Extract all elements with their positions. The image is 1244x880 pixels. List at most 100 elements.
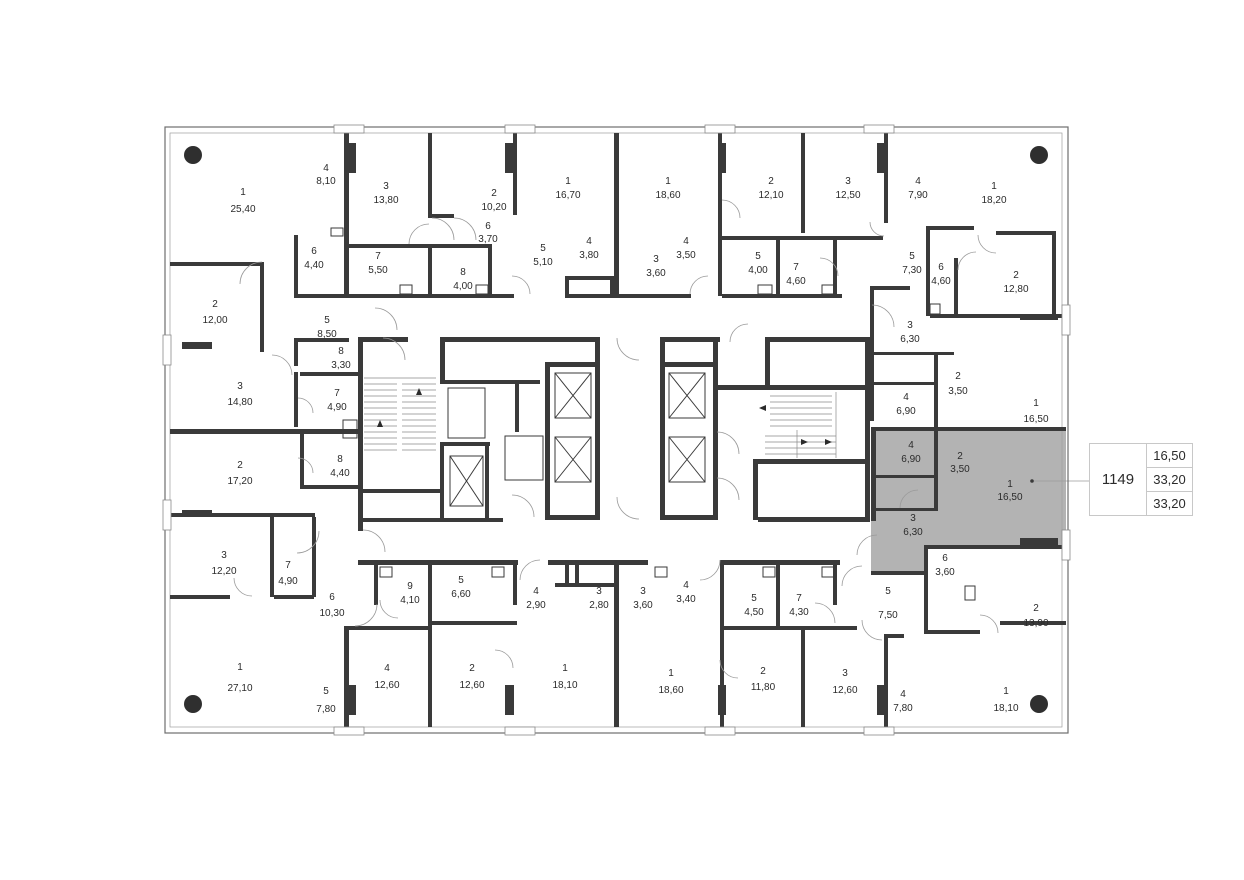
- room-label: 58,50: [317, 315, 337, 340]
- svg-text:1: 1: [1007, 479, 1013, 490]
- room-label: 116,70: [555, 176, 580, 201]
- room-label: 118,10: [552, 663, 577, 691]
- room-label: 412,60: [374, 663, 399, 691]
- svg-text:2: 2: [955, 371, 961, 382]
- svg-text:2: 2: [212, 299, 218, 310]
- svg-text:1: 1: [565, 176, 571, 187]
- room-label: 57,30: [902, 251, 922, 276]
- room-label: 210,20: [481, 188, 506, 213]
- svg-text:3: 3: [907, 320, 913, 331]
- svg-text:2: 2: [768, 176, 774, 187]
- svg-text:1: 1: [665, 176, 671, 187]
- svg-text:3,50: 3,50: [948, 386, 968, 397]
- svg-text:17,20: 17,20: [227, 476, 252, 487]
- room-label: 75,50: [368, 251, 388, 276]
- columns: [184, 146, 1048, 713]
- svg-text:18,10: 18,10: [552, 680, 577, 691]
- room-label: 74,60: [786, 262, 806, 287]
- room-label: 47,80: [893, 689, 913, 714]
- svg-text:3,60: 3,60: [646, 268, 666, 279]
- room-label: 125,40: [230, 187, 255, 215]
- svg-text:6: 6: [311, 246, 317, 257]
- room-labels: 125,40 48,10 313,80 210,20 63,70 116,70 …: [202, 163, 1048, 715]
- svg-text:7: 7: [796, 593, 802, 604]
- svg-text:5,50: 5,50: [368, 265, 388, 276]
- room-label: 43,50: [676, 236, 696, 261]
- svg-text:5: 5: [458, 575, 464, 586]
- svg-text:4: 4: [683, 580, 689, 591]
- svg-text:3,60: 3,60: [935, 567, 955, 578]
- svg-text:12,50: 12,50: [835, 190, 860, 201]
- svg-text:4,00: 4,00: [453, 281, 473, 292]
- svg-text:1: 1: [237, 662, 243, 673]
- room-label: 74,90: [327, 388, 347, 413]
- svg-text:5: 5: [323, 686, 329, 697]
- svg-text:2,80: 2,80: [589, 600, 609, 611]
- room-label: 74,30: [789, 593, 809, 618]
- svg-text:5: 5: [909, 251, 915, 262]
- fixtures: [330, 227, 976, 601]
- svg-text:3: 3: [640, 586, 646, 597]
- svg-text:1: 1: [1033, 398, 1039, 409]
- room-label: 36,30: [900, 320, 920, 345]
- svg-text:12,60: 12,60: [459, 680, 484, 691]
- room-label: 47,90: [908, 176, 928, 201]
- svg-text:7,90: 7,90: [908, 190, 928, 201]
- svg-text:2: 2: [1033, 603, 1039, 614]
- svg-text:4,40: 4,40: [330, 468, 350, 479]
- svg-text:5: 5: [885, 586, 891, 597]
- svg-text:25,40: 25,40: [230, 204, 255, 215]
- room-label: 33,60: [633, 586, 653, 611]
- svg-text:16,70: 16,70: [555, 190, 580, 201]
- svg-text:4: 4: [683, 236, 689, 247]
- svg-text:4: 4: [915, 176, 921, 187]
- walls: [170, 133, 1066, 727]
- room-label: 42,90: [526, 586, 546, 611]
- room-label: 312,20: [211, 550, 236, 577]
- door-swings: [233, 199, 999, 679]
- svg-text:6,30: 6,30: [903, 527, 923, 538]
- room-label: 116,50: [997, 479, 1022, 503]
- svg-text:8,50: 8,50: [317, 329, 337, 340]
- svg-text:2: 2: [1013, 270, 1019, 281]
- room-label: 54,00: [748, 251, 768, 276]
- apartment-info-card: 1149 16,50 33,20 33,20: [1089, 443, 1193, 516]
- room-label: 118,60: [655, 176, 680, 201]
- svg-text:9: 9: [407, 581, 413, 592]
- room-label: 84,40: [330, 454, 350, 479]
- svg-text:4,30: 4,30: [789, 607, 809, 618]
- svg-text:8: 8: [337, 454, 343, 465]
- svg-text:3: 3: [842, 668, 848, 679]
- svg-text:7: 7: [793, 262, 799, 273]
- room-label: 32,80: [589, 586, 609, 611]
- selected-apartment-highlight[interactable]: [871, 431, 1066, 575]
- svg-text:6,60: 6,60: [451, 589, 471, 600]
- svg-text:4,10: 4,10: [400, 595, 420, 606]
- room-label: 46,90: [896, 392, 916, 417]
- room-label: 57,80: [316, 686, 336, 715]
- svg-text:13,80: 13,80: [373, 195, 398, 206]
- room-label: 116,50: [1023, 398, 1048, 425]
- room-label: 212,60: [459, 663, 484, 691]
- svg-text:4: 4: [903, 392, 909, 403]
- svg-text:6: 6: [942, 553, 948, 564]
- svg-text:6,30: 6,30: [900, 334, 920, 345]
- svg-text:1: 1: [562, 663, 568, 674]
- room-label: 48,10: [316, 163, 336, 187]
- svg-text:5,10: 5,10: [533, 257, 553, 268]
- svg-text:5: 5: [540, 243, 546, 254]
- svg-text:2: 2: [760, 666, 766, 677]
- room-label: 57,50: [878, 586, 898, 621]
- room-label: 43,80: [579, 236, 599, 261]
- svg-text:7,50: 7,50: [878, 610, 898, 621]
- room-label: 43,40: [676, 580, 696, 605]
- svg-text:3,80: 3,80: [579, 250, 599, 261]
- svg-text:16,50: 16,50: [1023, 414, 1048, 425]
- svg-text:3,40: 3,40: [676, 594, 696, 605]
- svg-text:12,20: 12,20: [211, 566, 236, 577]
- svg-text:4,40: 4,40: [304, 260, 324, 271]
- room-label: 313,80: [373, 181, 398, 206]
- svg-text:4: 4: [908, 440, 914, 451]
- room-label: 74,90: [278, 560, 298, 587]
- svg-text:2: 2: [469, 663, 475, 674]
